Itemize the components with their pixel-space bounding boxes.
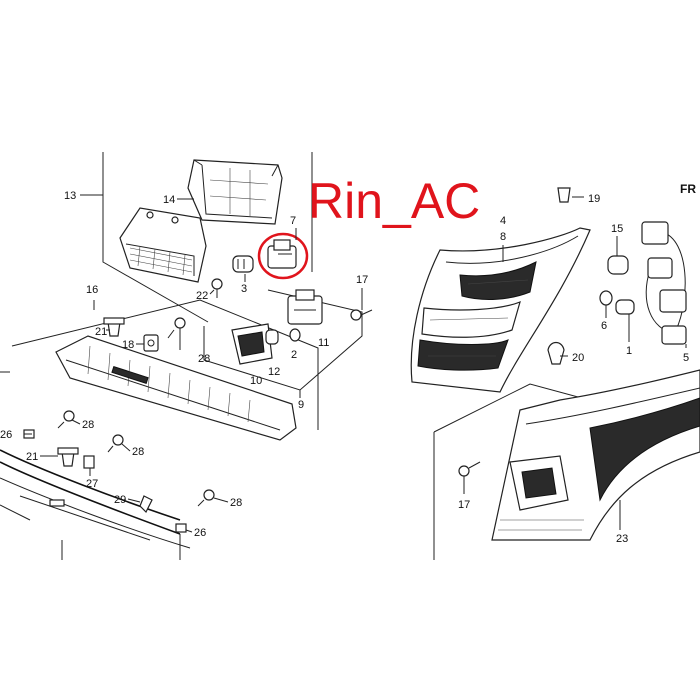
callout-18: 18: [122, 339, 134, 351]
bolt-17-lower: [458, 461, 481, 477]
callout-11: 11: [318, 337, 329, 349]
callout-28-b: 28: [132, 446, 144, 458]
leader-lines: [24, 198, 687, 533]
lower-garnish: [0, 449, 191, 560]
highlight-circle: [257, 232, 309, 280]
bulb-12: [265, 329, 279, 345]
bulb-6: [599, 290, 613, 306]
callout-labels: 13 14 7 3 22 16 21 18 28 9 10 12 2 11 26…: [0, 190, 689, 545]
brake-light-group-frame: [80, 152, 313, 323]
bulb-socket: [267, 239, 297, 269]
callout-26-left: 26: [0, 429, 12, 441]
high-mount-lamp-lens: [119, 207, 207, 283]
callout-5: 5: [683, 352, 689, 364]
clip-21-lower: [57, 447, 79, 467]
direction-label: FR: [680, 182, 696, 196]
screw-22: [211, 278, 223, 298]
bulb-15: [607, 255, 629, 275]
bolt-28-a: [57, 410, 75, 429]
callout-13: 13: [64, 190, 76, 202]
clip-29: [139, 495, 153, 514]
bulb: [232, 255, 254, 273]
socket-10: [231, 323, 273, 365]
clip-21-upper: [103, 317, 125, 337]
callout-26-lower: 26: [194, 527, 206, 539]
callout-17-lower: 17: [458, 499, 470, 511]
socket-group-frame: [203, 289, 363, 398]
callout-16: 16: [86, 284, 98, 296]
nut-18: [143, 334, 159, 352]
callout-27: 27: [86, 478, 98, 490]
bulb-1: [615, 299, 635, 315]
socket-11: [287, 289, 323, 325]
tail-light-8: [410, 227, 591, 393]
bulb-2: [289, 328, 301, 342]
spoiler-lamp-strip: [55, 335, 297, 441]
callout-8: 8: [500, 231, 506, 243]
callout-15: 15: [611, 223, 623, 235]
clip-26-lower: [175, 523, 187, 533]
bolt-28-b: [107, 434, 124, 453]
callout-3: 3: [241, 283, 247, 295]
callout-1: 1: [626, 345, 632, 357]
callout-2: 2: [291, 349, 297, 361]
callout-6: 6: [601, 320, 607, 332]
grommet-20: [547, 341, 565, 365]
tail-light-23: [491, 369, 700, 541]
lamp-housing-shell: [187, 159, 283, 225]
callout-28-a: 28: [82, 419, 94, 431]
callout-20: 20: [572, 352, 584, 364]
wiring-harness-5: [641, 221, 687, 345]
bolt-19: [557, 187, 584, 203]
callout-21-lower: 21: [26, 451, 38, 463]
callout-22: 22: [196, 290, 208, 302]
callout-29: 29: [114, 494, 126, 506]
bolt-28-upper: [167, 317, 186, 339]
callout-4: 4: [500, 215, 506, 227]
callout-10: 10: [250, 375, 262, 387]
callout-21-upper: 21: [95, 326, 107, 338]
callout-12: 12: [268, 366, 280, 378]
bolt-17-upper: [350, 309, 373, 321]
nut-27: [83, 455, 95, 469]
callout-14: 14: [163, 194, 175, 206]
callout-28-c: 28: [230, 497, 242, 509]
callout-7: 7: [290, 215, 296, 227]
bolt-28-c: [197, 489, 215, 507]
callout-17-upper: 17: [356, 274, 368, 286]
callout-23: 23: [616, 533, 628, 545]
callout-28-upper: 28: [198, 353, 210, 365]
watermark-text: Rin_AC: [308, 173, 480, 229]
callout-19: 19: [588, 193, 600, 205]
callout-9: 9: [298, 399, 304, 411]
